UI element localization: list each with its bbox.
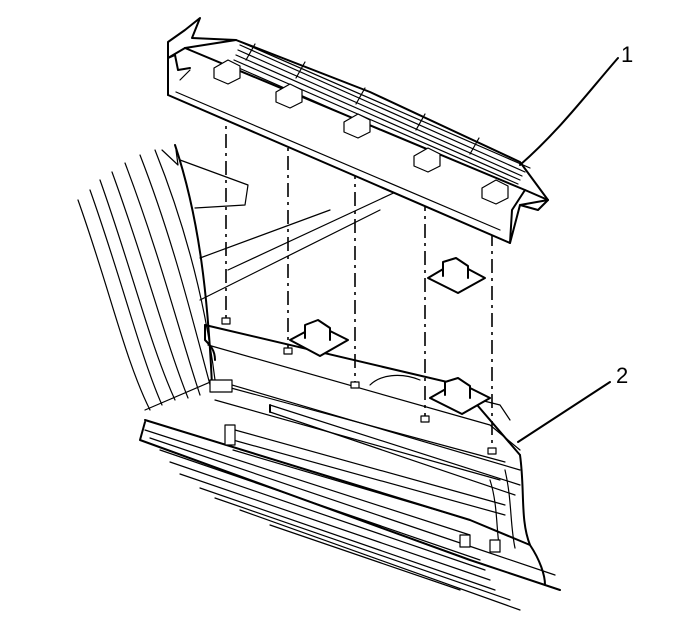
callout-number-2: 2 xyxy=(616,363,628,388)
retainer-clip xyxy=(427,257,486,294)
retainer-clip xyxy=(429,377,491,415)
molding-clip-heads xyxy=(213,59,509,205)
retainer-clip xyxy=(289,319,349,357)
floor-retainer-clips xyxy=(289,257,491,415)
callout-leaders xyxy=(517,57,619,443)
molding-part xyxy=(167,17,549,244)
callout-number-1: 1 xyxy=(621,42,633,67)
